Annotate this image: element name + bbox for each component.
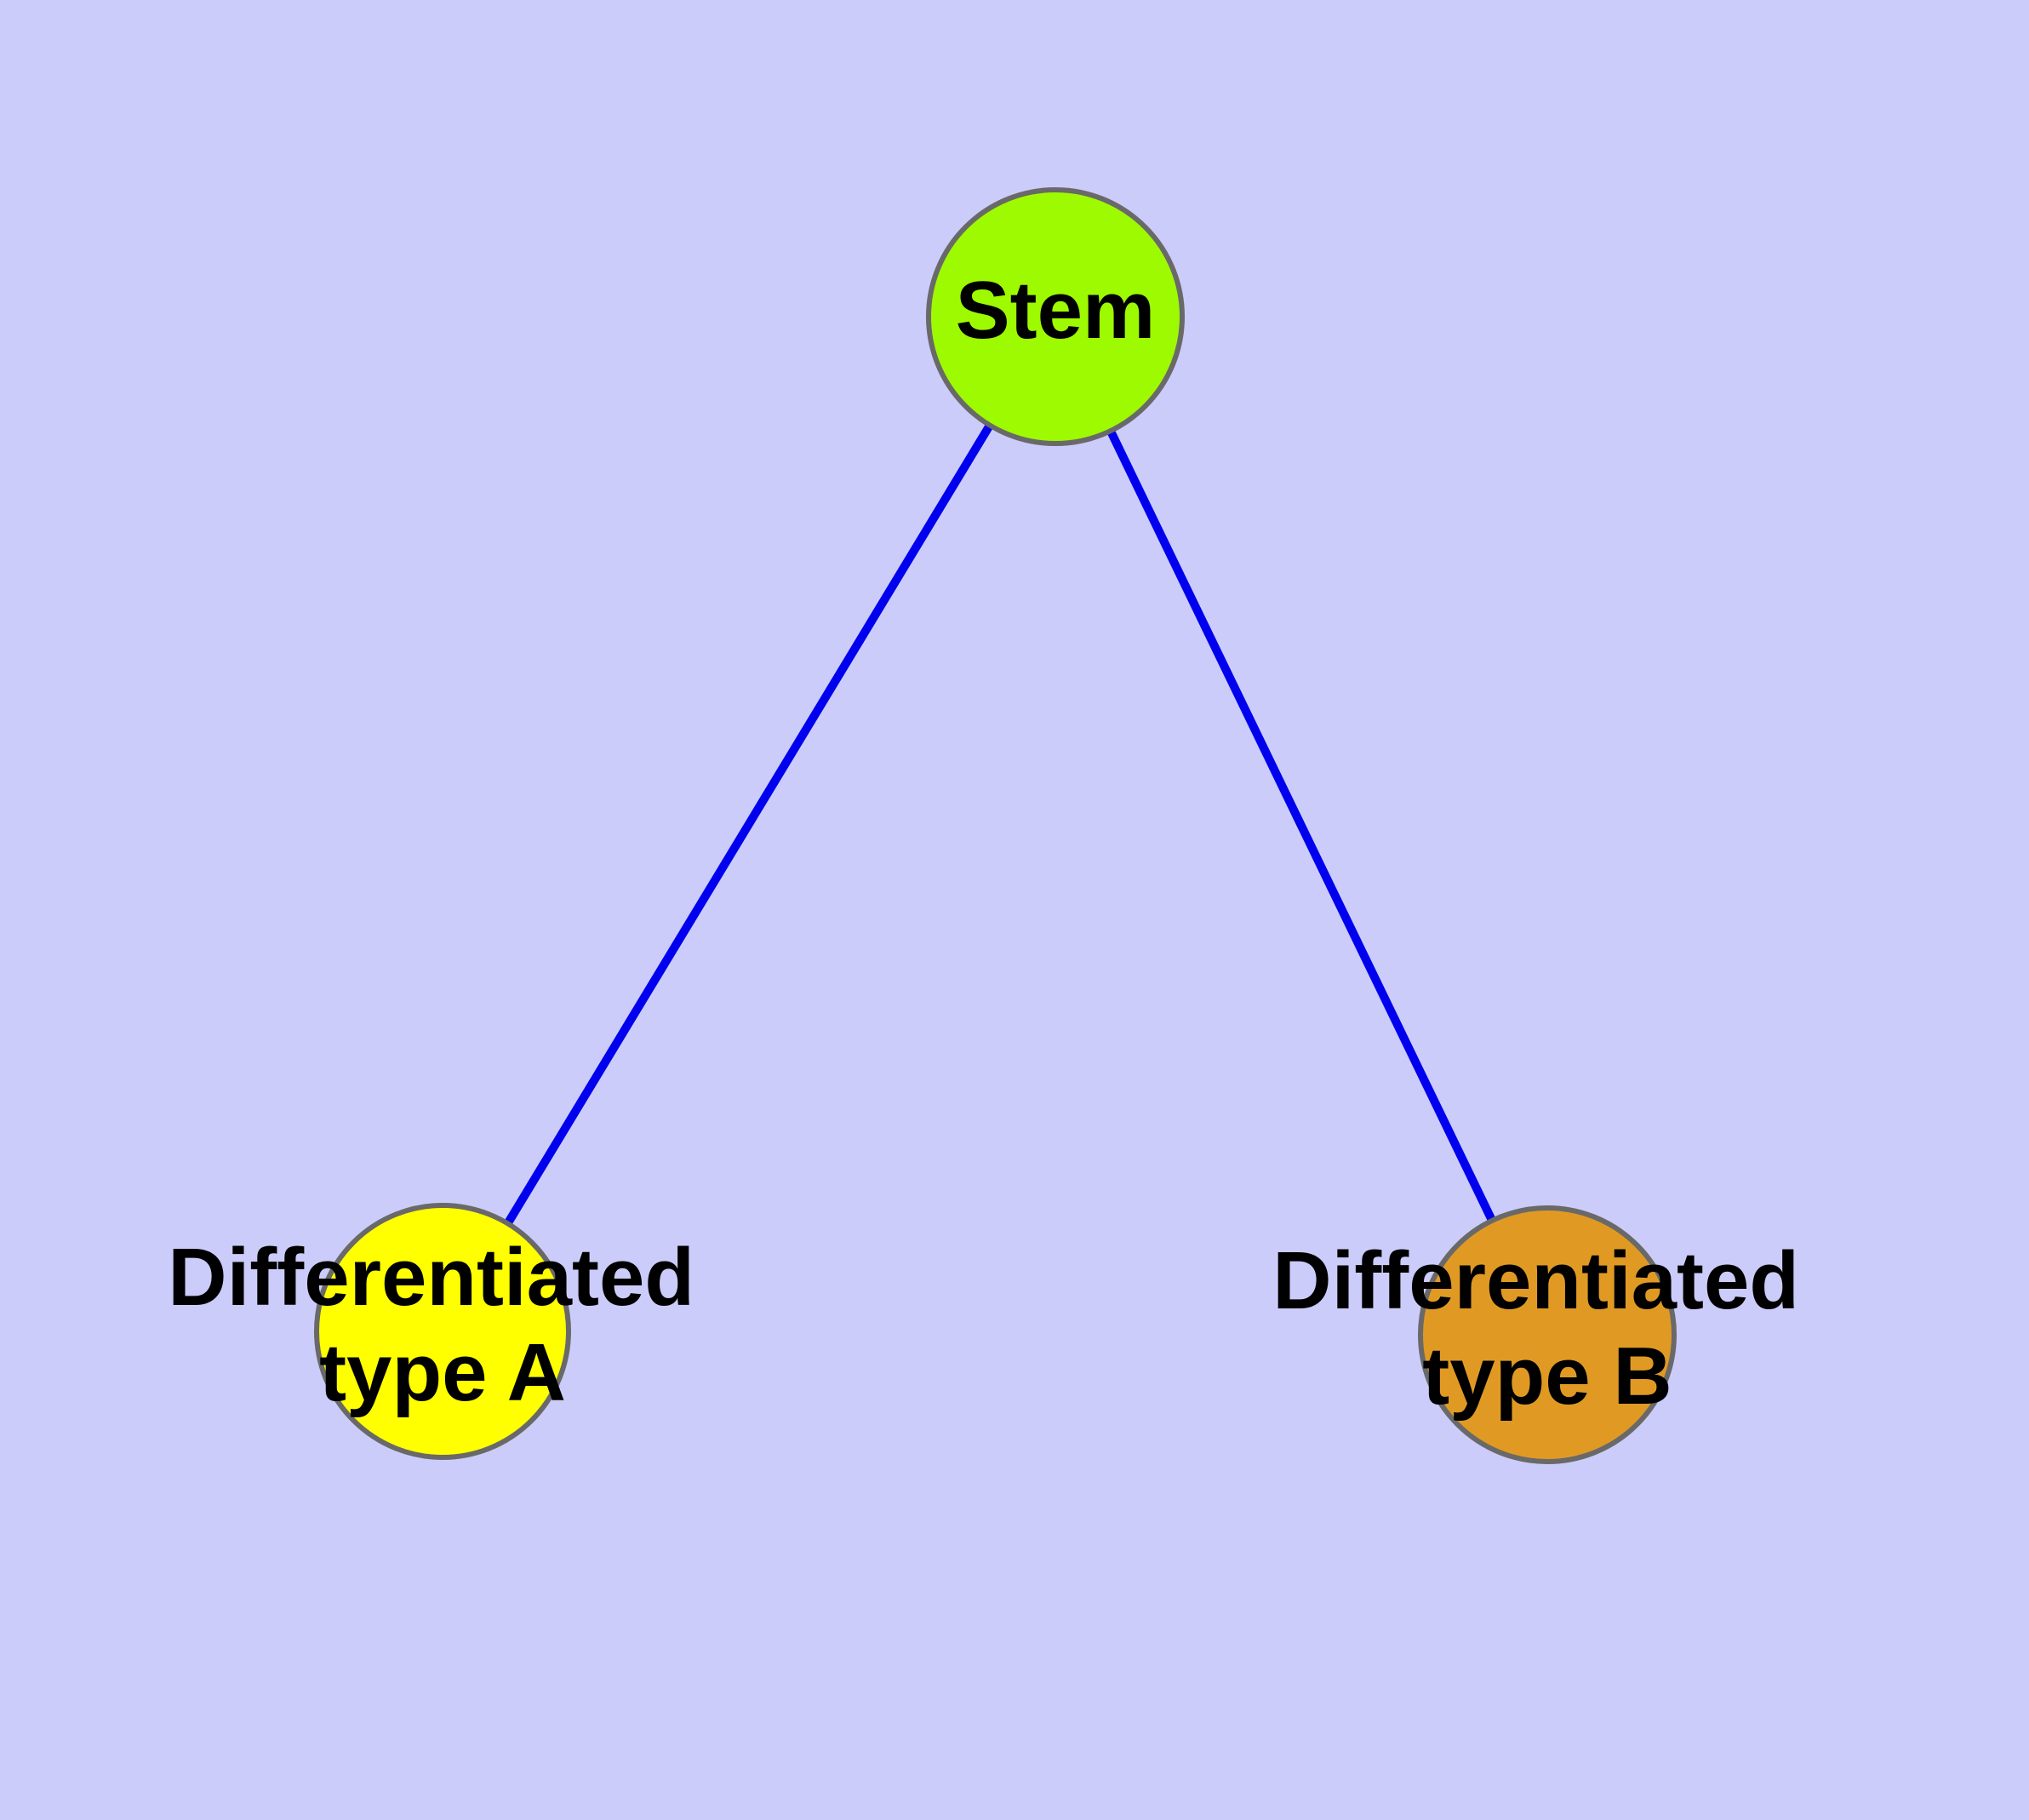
node-differentiated-type-a[interactable]: Differentiated type A <box>168 1203 717 1460</box>
node-differentiated-type-a-label-line-2: type A <box>319 1327 566 1418</box>
node-stem-label: Stem <box>956 265 1156 356</box>
node-differentiated-type-b-label-line-1: Differentiated <box>1272 1235 1799 1326</box>
node-differentiated-type-a-label-line-1: Differentiated <box>168 1232 694 1323</box>
node-stem[interactable]: Stem <box>926 187 1185 446</box>
edge-stem-to-differentiated-type-a[interactable] <box>502 421 995 1228</box>
node-differentiated-type-b-circle[interactable] <box>1418 1205 1677 1464</box>
node-differentiated-type-a-label: Differentiated type A <box>168 1232 717 1418</box>
edges-group <box>502 421 1497 1228</box>
edge-stem-to-differentiated-type-b[interactable] <box>1106 426 1497 1225</box>
node-differentiated-type-b-label: Differentiated type B <box>1272 1235 1821 1422</box>
node-stem-circle[interactable] <box>926 187 1185 446</box>
node-differentiated-type-b-label-line-2: type B <box>1422 1331 1672 1422</box>
node-differentiated-type-b[interactable]: Differentiated type B <box>1272 1205 1821 1464</box>
node-differentiated-type-a-circle[interactable] <box>314 1203 571 1460</box>
node-stem-label-line-1: Stem <box>956 265 1156 356</box>
